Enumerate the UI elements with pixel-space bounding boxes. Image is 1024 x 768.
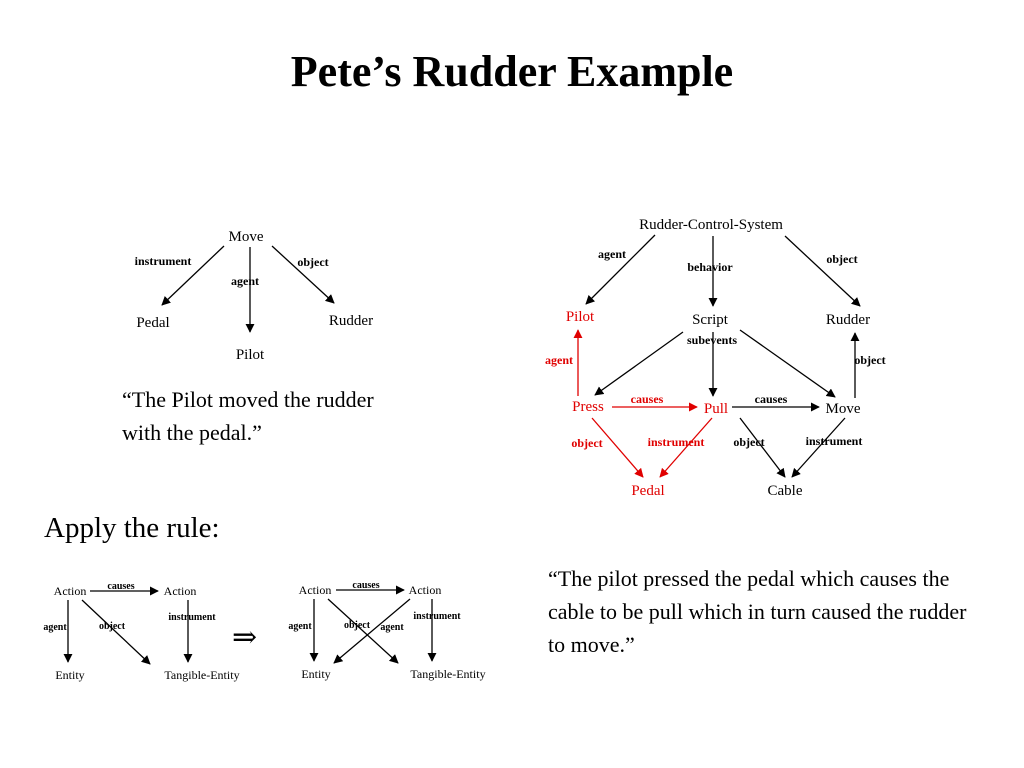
edge-script-press xyxy=(594,331,684,396)
edge-label-causes: causes xyxy=(107,581,134,592)
node-pedal: Pedal xyxy=(136,315,169,331)
edge-label-instrument: instrument xyxy=(168,612,216,623)
rudder-control-diagram: agent behavior object subevents agent causes c… xyxy=(545,217,886,499)
edge-label-causes: causes xyxy=(631,392,664,406)
node-rudder: Rudder xyxy=(329,313,373,329)
edge-move-rudder xyxy=(271,245,335,304)
node-cable: Cable xyxy=(768,483,803,499)
edge-pull-cable xyxy=(739,417,786,478)
edge-label-object: object xyxy=(297,255,328,269)
edge-label-agent: agent xyxy=(43,622,67,633)
edge-label-subevents: subevents xyxy=(687,333,737,347)
edge-script-move xyxy=(739,329,836,398)
node-move: Move xyxy=(229,229,264,245)
edge-label-object: object xyxy=(571,436,602,450)
edge-label-agent: agent xyxy=(380,622,404,633)
edge-label-object: object xyxy=(99,621,126,632)
edge-label-object: object xyxy=(344,620,371,631)
edge-label-instrument: instrument xyxy=(413,611,461,622)
edge-label-instrument: instrument xyxy=(135,254,192,268)
edge-press-pedal xyxy=(591,417,644,478)
node-pull: Pull xyxy=(704,401,728,417)
node-script: Script xyxy=(692,312,729,328)
node-action2: Action xyxy=(164,584,197,598)
edge-rcs-rudder xyxy=(784,235,861,307)
edge-label-behavior: behavior xyxy=(687,260,733,274)
edge-action1-tangible xyxy=(327,598,399,664)
edge-pull-pedal xyxy=(659,417,713,478)
slide-title: Pete’s Rudder Example xyxy=(290,47,734,96)
edge-label-object: object xyxy=(854,353,885,367)
edge-label-object: object xyxy=(826,252,857,266)
edge-label-instrument: instrument xyxy=(648,435,705,449)
edge-action2-entity xyxy=(333,598,411,664)
caption-pilot-pressed: “The pilot pressed the pedal which cause… xyxy=(548,566,967,657)
node-move: Move xyxy=(826,401,861,417)
node-rcs: Rudder-Control-System xyxy=(639,217,783,233)
node-pilot: Pilot xyxy=(236,347,265,363)
rule-left-diagram: causes agent object instrument Action ActionE… xyxy=(43,581,239,682)
caption-pilot-moved: “The Pilot moved the rudder with the ped… xyxy=(122,387,374,445)
edge-label-causes: causes xyxy=(352,580,379,591)
node-entity: Entity xyxy=(301,667,330,681)
edge-label-causes: causes xyxy=(755,392,788,406)
implies-arrow: ⇒ xyxy=(232,621,258,654)
edge-move-pedal xyxy=(161,245,225,306)
node-rudder: Rudder xyxy=(826,312,870,328)
node-pedal: Pedal xyxy=(631,483,664,499)
node-press: Press xyxy=(572,399,604,415)
edge-label-instrument: instrument xyxy=(806,434,863,448)
apply-rule-label: Apply the rule: xyxy=(44,512,220,544)
node-tangible: Tangible-Entity xyxy=(410,667,485,681)
edge-label-agent: agent xyxy=(545,353,573,367)
node-action1: Action xyxy=(54,584,87,598)
edge-action1-tangible xyxy=(81,599,151,665)
edge-rcs-pilot xyxy=(585,234,656,305)
node-pilot: Pilot xyxy=(566,309,595,325)
node-entity: Entity xyxy=(55,668,84,682)
edge-move-cable xyxy=(791,417,846,478)
edge-label-agent: agent xyxy=(231,274,259,288)
rule-right-diagram: causes agent object agent instrument Action Ac… xyxy=(288,580,485,681)
node-tangible: Tangible-Entity xyxy=(164,668,239,682)
node-action1: Action xyxy=(299,583,332,597)
edge-label-agent: agent xyxy=(288,621,312,632)
edge-label-object: object xyxy=(733,435,764,449)
edge-label-agent: agent xyxy=(598,247,626,261)
node-action2: Action xyxy=(409,583,442,597)
